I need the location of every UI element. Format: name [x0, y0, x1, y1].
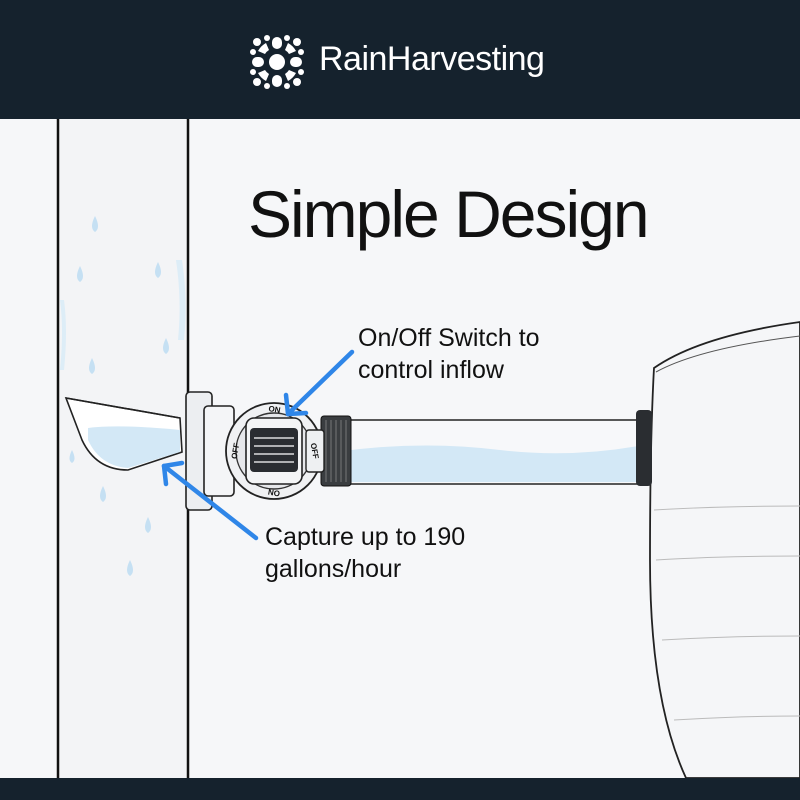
valve-switch — [225, 402, 325, 500]
switch-callout-line2: control inflow — [358, 356, 504, 384]
switch-callout: On/Off Switch to control inflow — [358, 322, 540, 386]
brand-logo-icon — [250, 35, 304, 89]
raindrops — [69, 216, 169, 576]
valve-label-on-bottom: ON — [267, 487, 281, 498]
switch-callout-line1: On/Off Switch to — [358, 324, 540, 352]
capture-callout: Capture up to 190 gallons/hour — [265, 521, 465, 585]
valve-label-off-right: OFF — [309, 442, 321, 459]
valve-label-off-left: OFF — [230, 442, 242, 459]
capture-arrow — [161, 463, 259, 541]
capture-arrow-head — [161, 460, 185, 487]
header-bar: RainHarvesting — [0, 0, 800, 119]
valve-label-on-top: ON — [268, 404, 282, 415]
rain-barrel — [636, 321, 800, 778]
switch-arrow-head — [283, 392, 309, 417]
capture-callout-line2: gallons/hour — [265, 555, 402, 583]
footer-bar — [0, 778, 800, 800]
water-streaks — [60, 260, 186, 370]
product-illustration: ON ON OFF OFF — [0, 119, 800, 778]
mounting-flange — [185, 391, 235, 511]
switch-arrow — [285, 349, 355, 417]
callout-arrows — [161, 349, 355, 541]
diverter-scoop — [64, 396, 183, 471]
hose — [320, 415, 641, 487]
headline: Simple Design — [248, 177, 650, 251]
valve-labels: ON ON OFF OFF — [230, 404, 321, 498]
capture-callout-line1: Capture up to 190 — [265, 523, 466, 551]
brand-name: RainHarvesting — [319, 40, 545, 78]
